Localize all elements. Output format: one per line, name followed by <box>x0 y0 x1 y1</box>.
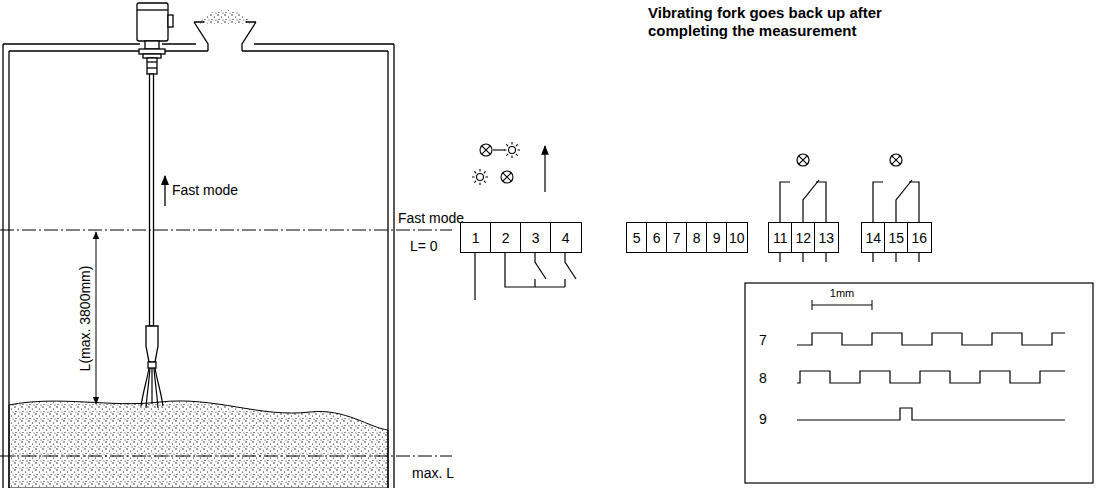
terminal-number: 16 <box>911 230 927 246</box>
silo <box>3 44 394 488</box>
terminal-cell: 11 <box>768 222 793 253</box>
level-sensor <box>137 3 173 368</box>
dimension-label: L(max. 3800mm) <box>78 263 95 373</box>
direction-arrow <box>544 146 545 192</box>
dimension-line <box>96 232 97 404</box>
terminal-cell: 13 <box>814 222 839 253</box>
scale-bracket <box>812 300 872 310</box>
terminal-number: 2 <box>502 230 510 246</box>
terminal-cell: 14 <box>861 222 886 253</box>
scale-label: 1mm <box>830 286 854 300</box>
terminal-number: 1 <box>472 230 480 246</box>
signal-name: 8 <box>759 370 767 387</box>
terminal-cell: 5 <box>626 222 648 253</box>
terminal-number: 11 <box>773 230 788 246</box>
terminal-number: 6 <box>653 230 661 246</box>
level-label: max. L <box>412 465 454 482</box>
terminal-number: 8 <box>693 230 701 246</box>
vibrating-fork <box>141 368 163 408</box>
direction-arrow <box>164 176 165 206</box>
terminal-cell: 6 <box>646 222 668 253</box>
terminal-cell: 12 <box>791 222 816 253</box>
terminal-cell: 8 <box>686 222 708 253</box>
terminal-cell: 10 <box>726 222 748 253</box>
terminal-cell: 2 <box>490 222 522 253</box>
terminal-number: 4 <box>562 230 570 246</box>
level-label: L= 0 <box>410 238 438 255</box>
terminal-cell: 4 <box>550 222 582 253</box>
terminal-cell: 3 <box>520 222 552 253</box>
lamp-symbols <box>472 142 520 185</box>
terminal-number: 12 <box>795 230 811 246</box>
inlet-hopper <box>194 10 256 51</box>
pulse-signals <box>797 333 1065 420</box>
mode-label: Fast mode <box>172 182 238 199</box>
terminal-cell: 16 <box>907 222 932 253</box>
terminal-cell: 15 <box>884 222 909 253</box>
terminal-number: 10 <box>729 230 745 246</box>
terminal-number: 14 <box>865 230 881 246</box>
bulk-material <box>9 401 388 488</box>
terminal-number: 13 <box>818 230 834 246</box>
terminal-number: 3 <box>532 230 540 246</box>
terminal-number: 5 <box>633 230 641 246</box>
terminal-cell: 9 <box>706 222 728 253</box>
note-title: Vibrating fork goes back up after comple… <box>648 4 920 40</box>
terminal-number: 9 <box>713 230 721 246</box>
terminal-number: 7 <box>673 230 681 246</box>
signal-name: 7 <box>759 332 767 349</box>
terminal-cell: 7 <box>666 222 688 253</box>
signal-panel <box>745 283 1093 483</box>
terminal-cell: 1 <box>460 222 492 253</box>
reference-line <box>0 230 452 456</box>
signal-name: 9 <box>759 411 767 428</box>
mode-label: Fast mode <box>398 210 464 227</box>
terminal-number: 15 <box>888 230 904 246</box>
switch-wiring <box>475 252 576 300</box>
